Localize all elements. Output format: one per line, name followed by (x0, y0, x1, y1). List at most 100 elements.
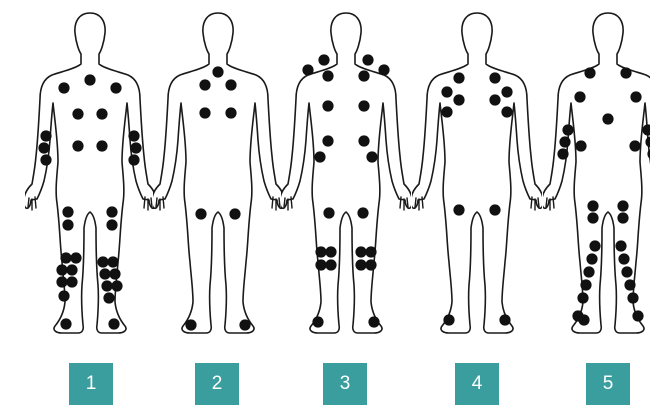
site-marker (322, 100, 333, 111)
figure-label-1: 1 (69, 363, 113, 405)
figure-label-5: 5 (586, 363, 630, 405)
site-marker (315, 246, 326, 257)
site-marker (199, 79, 210, 90)
site-marker (323, 207, 334, 218)
site-marker (106, 206, 117, 217)
site-marker (199, 107, 210, 118)
finger-line (284, 198, 285, 207)
site-marker (615, 240, 626, 251)
finger-line (144, 197, 145, 208)
site-marker (557, 148, 568, 159)
site-marker (40, 130, 51, 141)
site-marker (97, 256, 108, 267)
site-marker (212, 66, 223, 77)
site-marker (106, 219, 117, 230)
site-marker (358, 135, 369, 146)
finger-line (28, 198, 29, 207)
site-marker (322, 135, 333, 146)
site-marker (453, 204, 464, 215)
finger-line (272, 197, 273, 208)
finger-line (156, 198, 157, 207)
site-marker (358, 70, 369, 81)
site-marker (72, 140, 83, 151)
finger-line (531, 197, 532, 208)
site-marker (60, 318, 71, 329)
site-marker (103, 292, 114, 303)
site-marker (368, 316, 379, 327)
site-marker (629, 140, 640, 151)
finger-line (546, 198, 547, 207)
site-marker (602, 113, 613, 124)
finger-line (35, 197, 36, 208)
body-figure-2 (153, 0, 283, 350)
figure-label-2: 2 (195, 363, 239, 405)
site-marker (128, 130, 139, 141)
site-marker (225, 79, 236, 90)
site-marker (355, 246, 366, 257)
site-marker (110, 82, 121, 93)
site-marker (583, 266, 594, 277)
site-marker (314, 151, 325, 162)
site-marker (627, 292, 638, 303)
site-marker (574, 91, 585, 102)
site-marker (587, 212, 598, 223)
site-marker (56, 276, 67, 287)
site-marker (40, 154, 51, 165)
body-figure-4 (412, 0, 542, 350)
site-marker (185, 319, 196, 330)
site-marker (38, 142, 49, 153)
site-marker (441, 106, 452, 117)
site-marker (325, 246, 336, 257)
site-marker (617, 212, 628, 223)
body-figure-1 (25, 0, 155, 350)
finger-line (151, 198, 152, 207)
site-marker (453, 94, 464, 105)
site-marker (108, 318, 119, 329)
site-marker (501, 106, 512, 117)
site-marker (624, 279, 635, 290)
site-marker (60, 252, 71, 263)
body-outline (153, 13, 283, 333)
site-marker (562, 124, 573, 135)
body-outline (281, 13, 411, 333)
site-marker (101, 280, 112, 291)
site-marker (365, 246, 376, 257)
site-marker (96, 140, 107, 151)
site-marker (489, 94, 500, 105)
site-marker (130, 142, 141, 153)
site-marker (453, 72, 464, 83)
site-marker (62, 219, 73, 230)
site-marker (72, 108, 83, 119)
site-marker (621, 266, 632, 277)
finger-line (400, 197, 401, 208)
body-figure-3 (281, 0, 411, 350)
site-marker (302, 64, 313, 75)
site-marker (489, 204, 500, 215)
site-marker (365, 259, 376, 270)
site-marker (128, 154, 139, 165)
site-marker (325, 259, 336, 270)
site-marker (62, 206, 73, 217)
site-marker (58, 82, 69, 93)
site-marker (358, 100, 369, 111)
site-marker (580, 279, 591, 290)
body-outline (25, 13, 155, 333)
finger-line (291, 197, 292, 208)
site-marker (501, 86, 512, 97)
site-marker (315, 259, 326, 270)
finger-line (415, 198, 416, 207)
finger-line (553, 197, 554, 208)
site-marker (99, 268, 110, 279)
site-marker (584, 67, 595, 78)
site-marker (225, 107, 236, 118)
body-figure-5 (543, 0, 650, 350)
site-marker (577, 292, 588, 303)
site-marker (96, 108, 107, 119)
site-marker (441, 86, 452, 97)
site-marker (618, 253, 629, 264)
site-marker (620, 67, 631, 78)
site-marker (578, 314, 589, 325)
site-marker (70, 252, 81, 263)
finger-line (422, 197, 423, 208)
